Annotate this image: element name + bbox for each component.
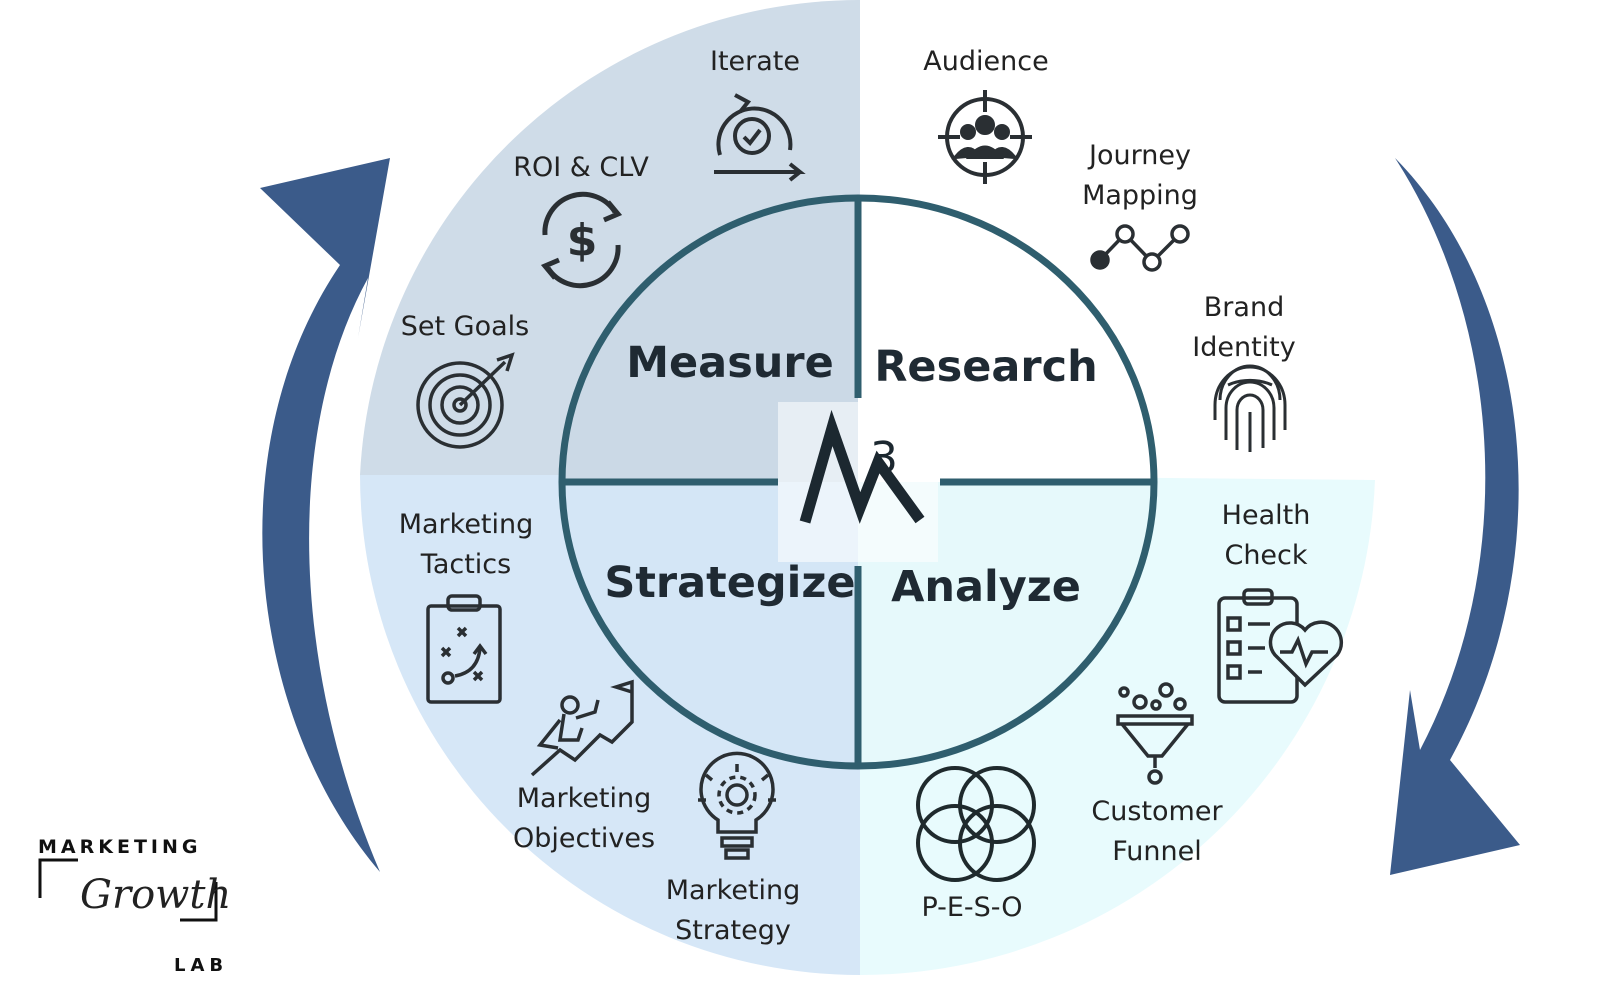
objectives-line-1: Marketing <box>516 783 652 814</box>
quadrant-research-label: Research <box>874 342 1098 392</box>
journey-line-1: Journey <box>1089 140 1191 171</box>
set-goals-label: Set Goals <box>400 311 530 342</box>
journey-mapping-label: Journey Mapping <box>1082 136 1198 216</box>
journey-mapping-icon <box>1090 224 1190 272</box>
marketing-strategy-icon <box>698 751 776 860</box>
customer-funnel-label: Customer Funnel <box>1091 792 1222 872</box>
marketing-tactics-icon <box>426 594 502 704</box>
health-check-label: Health Check <box>1222 496 1311 576</box>
quadrant-analyze-label: Analyze <box>891 562 1081 612</box>
svg-text:$: $ <box>567 215 598 266</box>
brand-identity-label: Brand Identity <box>1192 288 1295 368</box>
audience-label: Audience <box>923 46 1049 77</box>
brand-line-2: Identity <box>1192 332 1296 363</box>
brand-logo-frame <box>38 858 218 922</box>
roi-dollar-icon: $ <box>540 191 623 289</box>
journey-line-2: Mapping <box>1082 180 1198 211</box>
set-goals-target-icon <box>416 352 515 449</box>
marketing-objectives-label: Marketing Objectives <box>513 779 655 859</box>
brand-fingerprint-icon <box>1213 364 1287 452</box>
health-line-2: Check <box>1224 540 1308 571</box>
right-cycle-arrow <box>1390 158 1520 875</box>
health-check-icon <box>1217 588 1343 704</box>
brand-logo-top-text: MARKETING <box>38 836 202 858</box>
health-line-1: Health <box>1221 500 1311 531</box>
left-cycle-arrow <box>260 158 390 872</box>
iterate-label: Iterate <box>709 46 801 77</box>
peso-circles-icon <box>916 766 1036 882</box>
brand-logo-bottom-text: LAB <box>174 955 229 976</box>
quadrant-measure-label: Measure <box>626 338 834 388</box>
m3-logo-icon <box>778 402 938 562</box>
roi-clv-label: ROI & CLV <box>513 152 649 183</box>
funnel-line-2: Funnel <box>1112 836 1202 867</box>
brand-line-1: Brand <box>1203 292 1285 323</box>
tactics-line-1: Marketing <box>398 509 534 540</box>
quadrant-strategize-label: Strategize <box>604 558 856 608</box>
audience-icon <box>938 90 1032 184</box>
brand-logo-script-text: Growth <box>80 872 232 918</box>
strategy-line-2: Strategy <box>675 915 791 946</box>
tactics-line-2: Tactics <box>420 549 512 580</box>
m3-superscript: 3 <box>870 433 898 484</box>
marketing-objectives-icon <box>530 679 634 777</box>
marketing-tactics-label: Marketing Tactics <box>399 505 534 585</box>
peso-label: P-E-S-O <box>921 892 1023 923</box>
strategy-line-1: Marketing <box>665 875 801 906</box>
iterate-icon <box>714 93 806 182</box>
funnel-line-1: Customer <box>1091 796 1223 827</box>
customer-funnel-icon <box>1116 682 1194 785</box>
marketing-strategy-label: Marketing Strategy <box>666 871 801 951</box>
objectives-line-2: Objectives <box>512 823 656 854</box>
